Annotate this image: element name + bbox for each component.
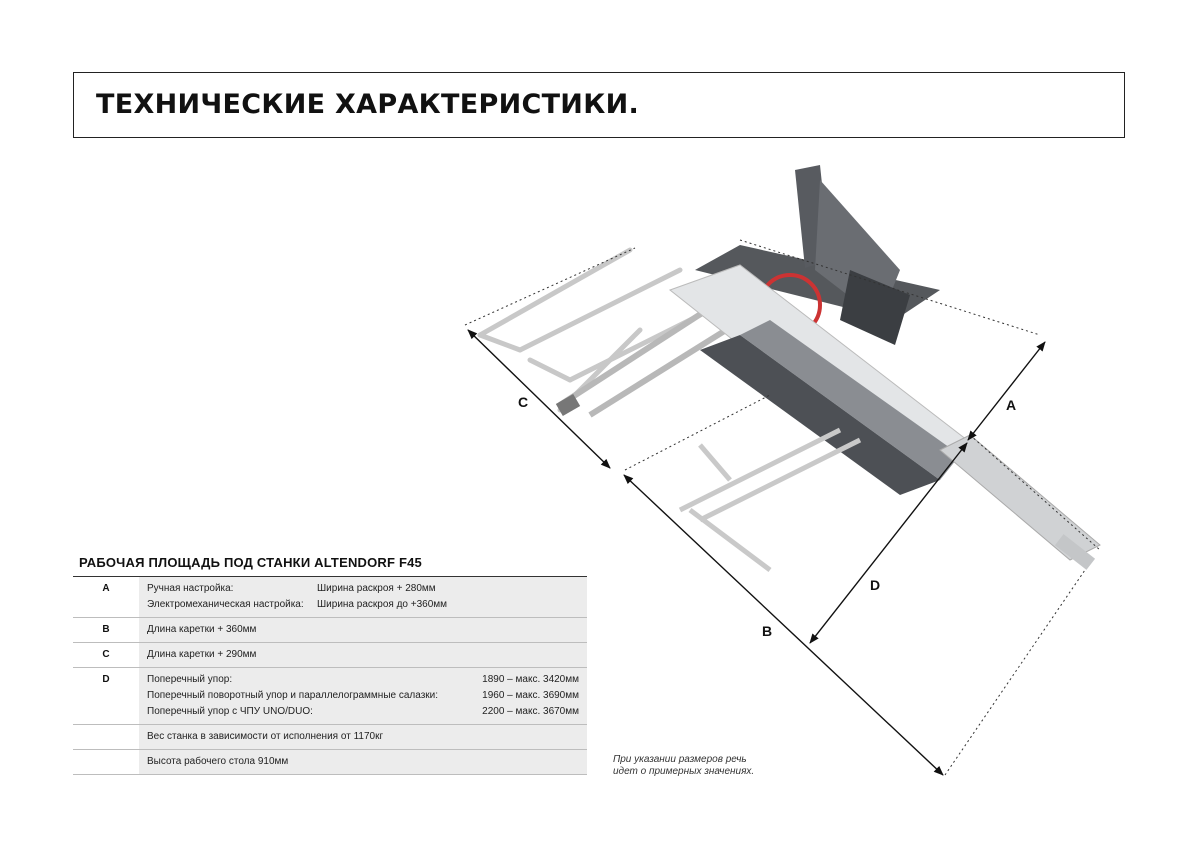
row-body: Высота рабочего стола 910мм (139, 750, 587, 774)
spec-line: Высота рабочего стола 910мм (147, 755, 289, 767)
dimension-d-label: D (870, 577, 880, 593)
machine-side (740, 320, 960, 480)
row-body: Вес станка в зависимости от исполнения о… (139, 725, 587, 749)
spec-line-label: Электромеханическая настройка: (147, 598, 304, 610)
spec-line: Поперечный упор: 1890 – макс. 3420мм (147, 671, 579, 687)
row-key (73, 750, 139, 774)
row-key: D (102, 674, 110, 685)
spec-heading: РАБОЧАЯ ПЛОЩАДЬ ПОД СТАНКИ ALTENDORF F45 (73, 553, 587, 577)
spec-line-label: Поперечный упор: (147, 673, 233, 685)
row-body: Длина каретки + 360мм (139, 618, 587, 642)
spec-line: Поперечный поворотный упор и параллелогр… (147, 687, 579, 703)
spec-line: Электромеханическая настройка: Ширина ра… (147, 596, 579, 612)
extension-rail (939, 434, 1101, 561)
spec-row-b: B Длина каретки + 360мм (73, 618, 587, 643)
spec-line: Вес станка в зависимости от исполнения о… (147, 730, 384, 742)
note-line-1: При указании размеров речь (613, 754, 747, 765)
spec-line-value: 1890 – макс. 3420мм (482, 673, 579, 685)
row-body: Поперечный упор: 1890 – макс. 3420мм Поп… (139, 668, 587, 724)
title-box: ТЕХНИЧЕСКИЕ ХАРАКТЕРИСТИКИ. (73, 72, 1125, 138)
spec-line: Длина каретки + 290мм (147, 648, 257, 660)
dimension-a-label: A (1006, 397, 1016, 413)
dimension-b-label: B (762, 623, 772, 639)
row-body: Длина каретки + 290мм (139, 643, 587, 667)
spec-line-value: 1960 – макс. 3690мм (482, 689, 579, 701)
dimension-c-label: C (518, 394, 528, 410)
lower-frame (678, 427, 862, 572)
spec-row-a: A Ручная настройка: Ширина раскроя + 280… (73, 577, 587, 618)
spec-line-value: Ширина раскроя + 280мм (317, 582, 436, 594)
spec-row-weight: Вес станка в зависимости от исполнения о… (73, 725, 587, 750)
row-key: A (102, 583, 110, 594)
machine-diagram: C A D B (464, 165, 1101, 776)
row-body: Ручная настройка: Ширина раскроя + 280мм… (139, 577, 587, 617)
row-key: B (102, 624, 110, 635)
row-key: C (102, 649, 110, 660)
page-title: ТЕХНИЧЕСКИЕ ХАРАКТЕРИСТИКИ. (96, 89, 640, 120)
dimension-c-line (467, 329, 611, 469)
spec-row-c: C Длина каретки + 290мм (73, 643, 587, 668)
spec-row-d: D Поперечный упор: 1890 – макс. 3420мм П… (73, 668, 587, 725)
spec-line-value: 2200 – макс. 3670мм (482, 705, 579, 717)
spec-line: Поперечный упор с ЧПУ UNO/DUO: 2200 – ма… (147, 703, 579, 719)
dimension-b-line (623, 474, 944, 776)
spec-table: РАБОЧАЯ ПЛОЩАДЬ ПОД СТАНКИ ALTENDORF F45… (73, 553, 587, 775)
dimension-a-line (967, 341, 1046, 441)
dimension-b-guide (944, 569, 1086, 776)
note-line-2: идет о примерных значениях. (613, 766, 755, 777)
spec-line-value: Ширина раскроя до +360мм (317, 598, 448, 610)
spec-line: Ручная настройка: Ширина раскроя + 280мм (147, 580, 579, 596)
row-key (73, 725, 139, 749)
outrigger-frame (477, 247, 743, 413)
dimensions-note: При указании размеров речь идет о пример… (613, 754, 813, 778)
spec-line: Длина каретки + 360мм (147, 623, 257, 635)
rail-end (1054, 534, 1096, 570)
spec-row-height: Высота рабочего стола 910мм (73, 750, 587, 775)
spec-line-label: Поперечный поворотный упор и параллелогр… (147, 689, 439, 701)
spec-line-label: Ручная настройка: (147, 582, 234, 594)
dimension-guides (464, 239, 1101, 551)
spec-line-label: Поперечный упор с ЧПУ UNO/DUO: (147, 705, 313, 717)
